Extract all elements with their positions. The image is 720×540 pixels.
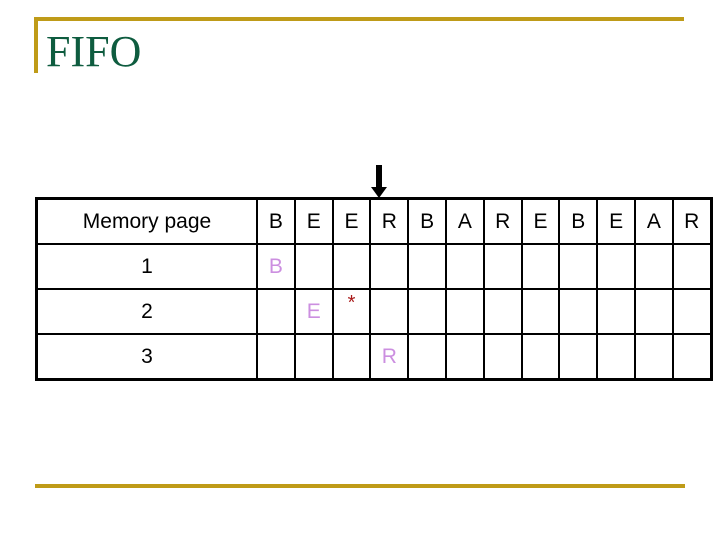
page-frame-label-1: 1: [35, 243, 258, 290]
frame-2-slot-5: [444, 288, 485, 335]
slide-accent-left-rule: [34, 17, 38, 73]
frame-mark: B: [268, 254, 283, 278]
frame-2-slot-6: [482, 288, 523, 335]
frame-2-slot-3: [369, 288, 410, 335]
frame-3-slot-2: [331, 333, 372, 381]
frame-1-slot-10: [633, 243, 674, 290]
frame-1-slot-1: [293, 243, 334, 290]
frame-2-slot-9: [596, 288, 636, 335]
frame-1-slot-9: [596, 243, 636, 290]
frame-1-slot-5: [444, 243, 485, 290]
reference-cell-10: A: [633, 197, 674, 245]
page-title: FIFO: [46, 27, 142, 76]
table-row: 3 R: [35, 333, 713, 381]
reference-cell-3: R: [369, 197, 410, 245]
frame-3-slot-0: [256, 333, 296, 381]
frame-3-slot-11: [671, 333, 713, 381]
frame-3-slot-9: [596, 333, 636, 381]
reference-cell-9: E: [596, 197, 636, 245]
page-fault-star-icon: *: [347, 291, 356, 314]
frame-2-slot-0: [256, 288, 296, 335]
frame-2-slot-8: [558, 288, 599, 335]
frame-1-slot-6: [482, 243, 523, 290]
frame-3-slot-4: [407, 333, 447, 381]
reference-cell-1: E: [293, 197, 334, 245]
table-row-header: Memory page B E E R B A R E B E A R: [35, 197, 713, 245]
frame-2-slot-10: [633, 288, 674, 335]
reference-cell-6: R: [482, 197, 523, 245]
frame-3-slot-7: [520, 333, 561, 381]
table-row: 1 B: [35, 243, 713, 290]
frame-3-slot-5: [444, 333, 485, 381]
frame-2-slot-2: *: [331, 288, 372, 335]
frame-3-slot-1: [293, 333, 334, 381]
frame-1-slot-2: [331, 243, 372, 290]
reference-cell-7: E: [520, 197, 561, 245]
page-frame-label-2: 2: [35, 288, 258, 335]
frame-1-slot-3: [369, 243, 410, 290]
frame-2-slot-11: [671, 288, 713, 335]
reference-cell-2: E: [331, 197, 372, 245]
slide-accent-top-rule: [34, 17, 684, 21]
page-frame-label-3: 3: [35, 333, 258, 381]
frame-1-slot-7: [520, 243, 561, 290]
frame-1-slot-0: B: [256, 243, 296, 290]
frame-2-slot-7: [520, 288, 561, 335]
reference-cell-5: A: [444, 197, 485, 245]
frame-mark: R: [381, 344, 397, 368]
reference-cell-4: B: [407, 197, 447, 245]
slide-accent-bottom-rule: [35, 484, 685, 488]
table-row: 2 E *: [35, 288, 713, 335]
memory-page-header-label: Memory page: [35, 197, 258, 245]
frame-3-slot-10: [633, 333, 674, 381]
frame-2-slot-4: [407, 288, 447, 335]
frame-1-slot-4: [407, 243, 447, 290]
frame-mark: E: [306, 299, 321, 323]
fifo-page-replacement-table: Memory page B E E R B A R E B E A R 1 B: [35, 197, 713, 381]
frame-3-slot-6: [482, 333, 523, 381]
frame-3-slot-8: [558, 333, 599, 381]
frame-3-slot-3: R: [369, 333, 410, 381]
reference-cell-8: B: [558, 197, 599, 245]
frame-1-slot-11: [671, 243, 713, 290]
reference-cell-11: R: [671, 197, 713, 245]
frame-2-slot-1: E: [293, 288, 334, 335]
reference-cell-0: B: [256, 197, 296, 245]
down-arrow-icon: [361, 165, 397, 199]
frame-1-slot-8: [558, 243, 599, 290]
